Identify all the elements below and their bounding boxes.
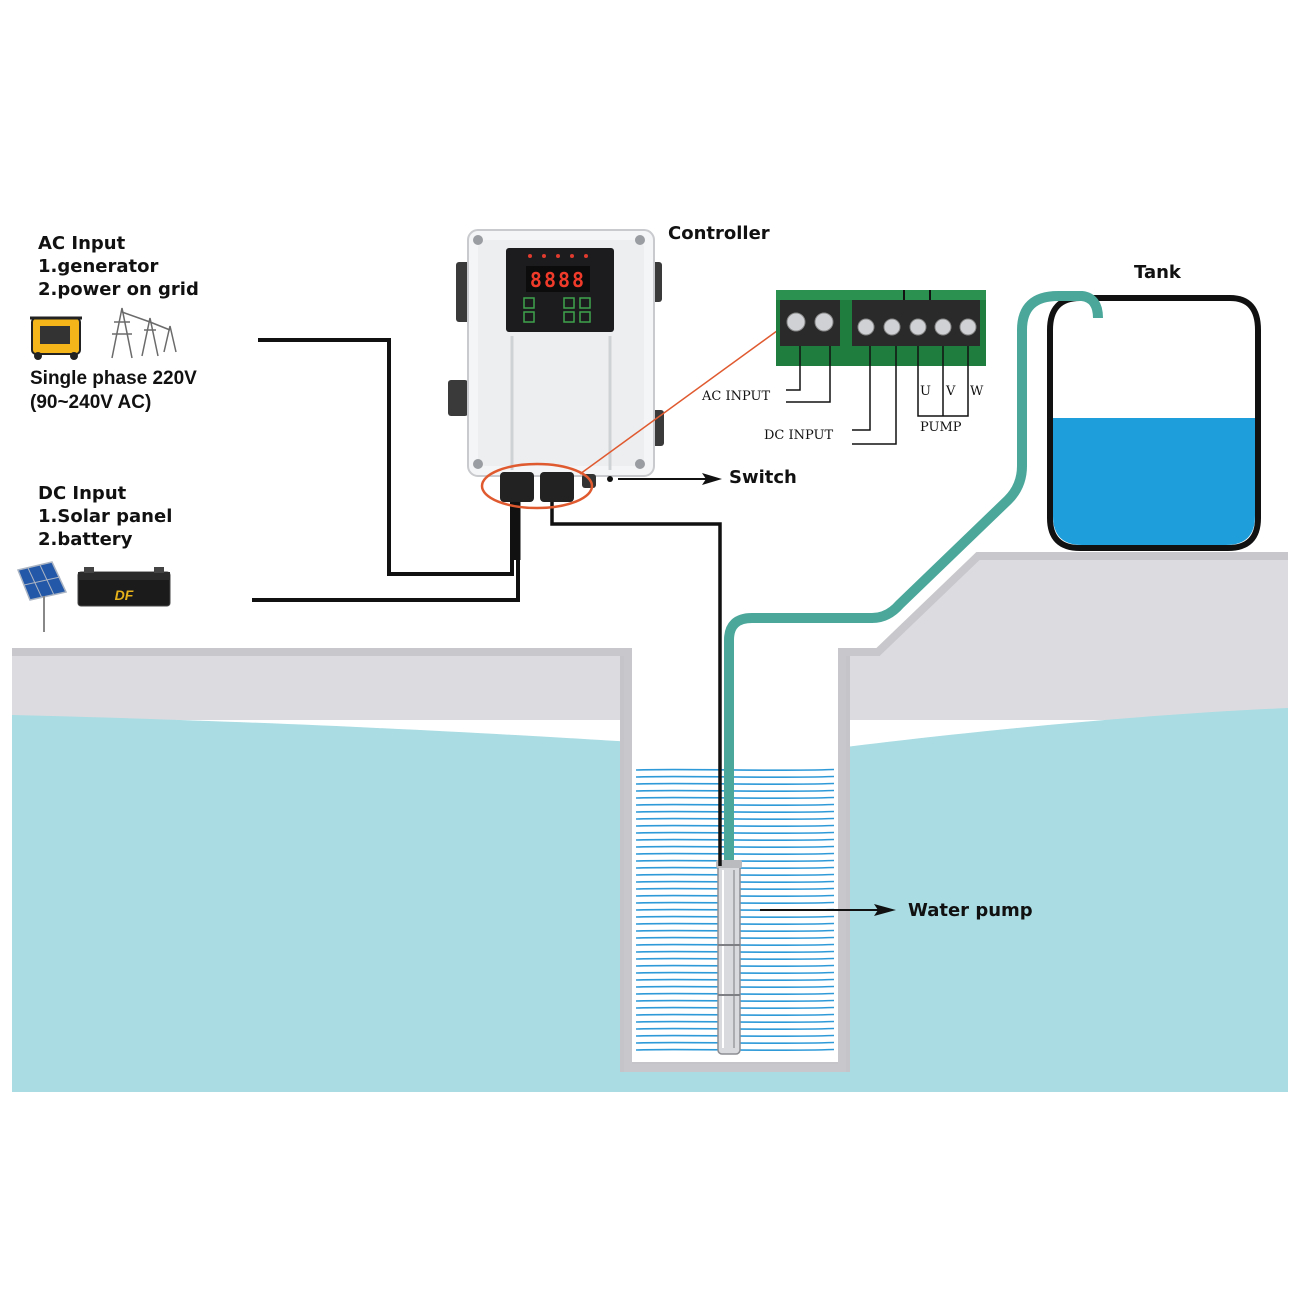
dc-input-item-battery: 2.battery: [38, 529, 133, 550]
dc-terminal-leader-2: [852, 346, 897, 445]
ripple-line: [635, 838, 835, 842]
terminal-phase-v: V: [946, 384, 956, 399]
ripple-line: [635, 782, 835, 786]
terminal-block-photo: [776, 290, 986, 366]
ripple-line: [635, 817, 835, 821]
ac-terminal-leader-1: [786, 346, 801, 391]
ripple-line: [635, 824, 835, 828]
dc-input-item-solar: 1.Solar panel: [38, 506, 173, 527]
submersible-pump: [716, 860, 742, 1055]
ac-spec-range: (90~240V AC): [30, 392, 152, 413]
ac-spec-voltage: Single phase 220V: [30, 368, 197, 389]
controller-label: Controller: [668, 223, 770, 244]
ac-input-item-generator: 1.generator: [38, 256, 159, 277]
controller-unit: [448, 229, 664, 502]
switch-arrowhead: [702, 473, 722, 485]
ground-left: [12, 648, 632, 720]
controller-display-digits: 8888: [530, 268, 586, 292]
terminal-pump-label: PUMP: [920, 420, 962, 435]
terminal-dc-input-label: DC INPUT: [764, 428, 834, 443]
water-pipe: [724, 291, 1103, 872]
battery-icon: [77, 567, 171, 607]
power-pylon-icon: [111, 307, 177, 359]
terminal-ac-input-label: AC INPUT: [702, 389, 771, 404]
terminal-phase-u: U: [920, 384, 931, 399]
dc-terminal-leader-1: [852, 346, 871, 431]
water-pump-label: Water pump: [908, 900, 1033, 921]
dc-input-wire: [252, 500, 520, 602]
ac-input-title: AC Input: [38, 233, 126, 254]
dc-input-title: DC Input: [38, 483, 127, 504]
ripple-line: [635, 775, 835, 779]
ground-left-edge: [12, 552, 1288, 1072]
ripple-line: [635, 845, 835, 849]
solar-panel-icon: [16, 561, 68, 632]
ripple-line: [635, 796, 835, 800]
ripple-line: [635, 810, 835, 814]
callout-ellipse: [480, 462, 594, 510]
ripple-line: [635, 789, 835, 793]
battery-logo: DF: [115, 587, 134, 603]
ripple-line: [635, 803, 835, 807]
ripple-line: [635, 852, 835, 856]
ac-terminal-leader-2: [786, 346, 831, 403]
water-pump-arrowhead: [874, 904, 896, 916]
callout-leader: [579, 319, 793, 475]
terminal-phase-w: W: [970, 384, 984, 399]
ground-right: [838, 552, 1288, 720]
generator-icon: [30, 316, 82, 360]
tank-label: Tank: [1134, 262, 1181, 283]
switch-label: Switch: [729, 467, 797, 488]
ripple-line: [635, 831, 835, 835]
ac-input-item-grid: 2.power on grid: [38, 279, 199, 300]
tank-water: [1053, 418, 1255, 545]
pump-cable: [550, 500, 722, 866]
ripple-line: [635, 768, 835, 772]
